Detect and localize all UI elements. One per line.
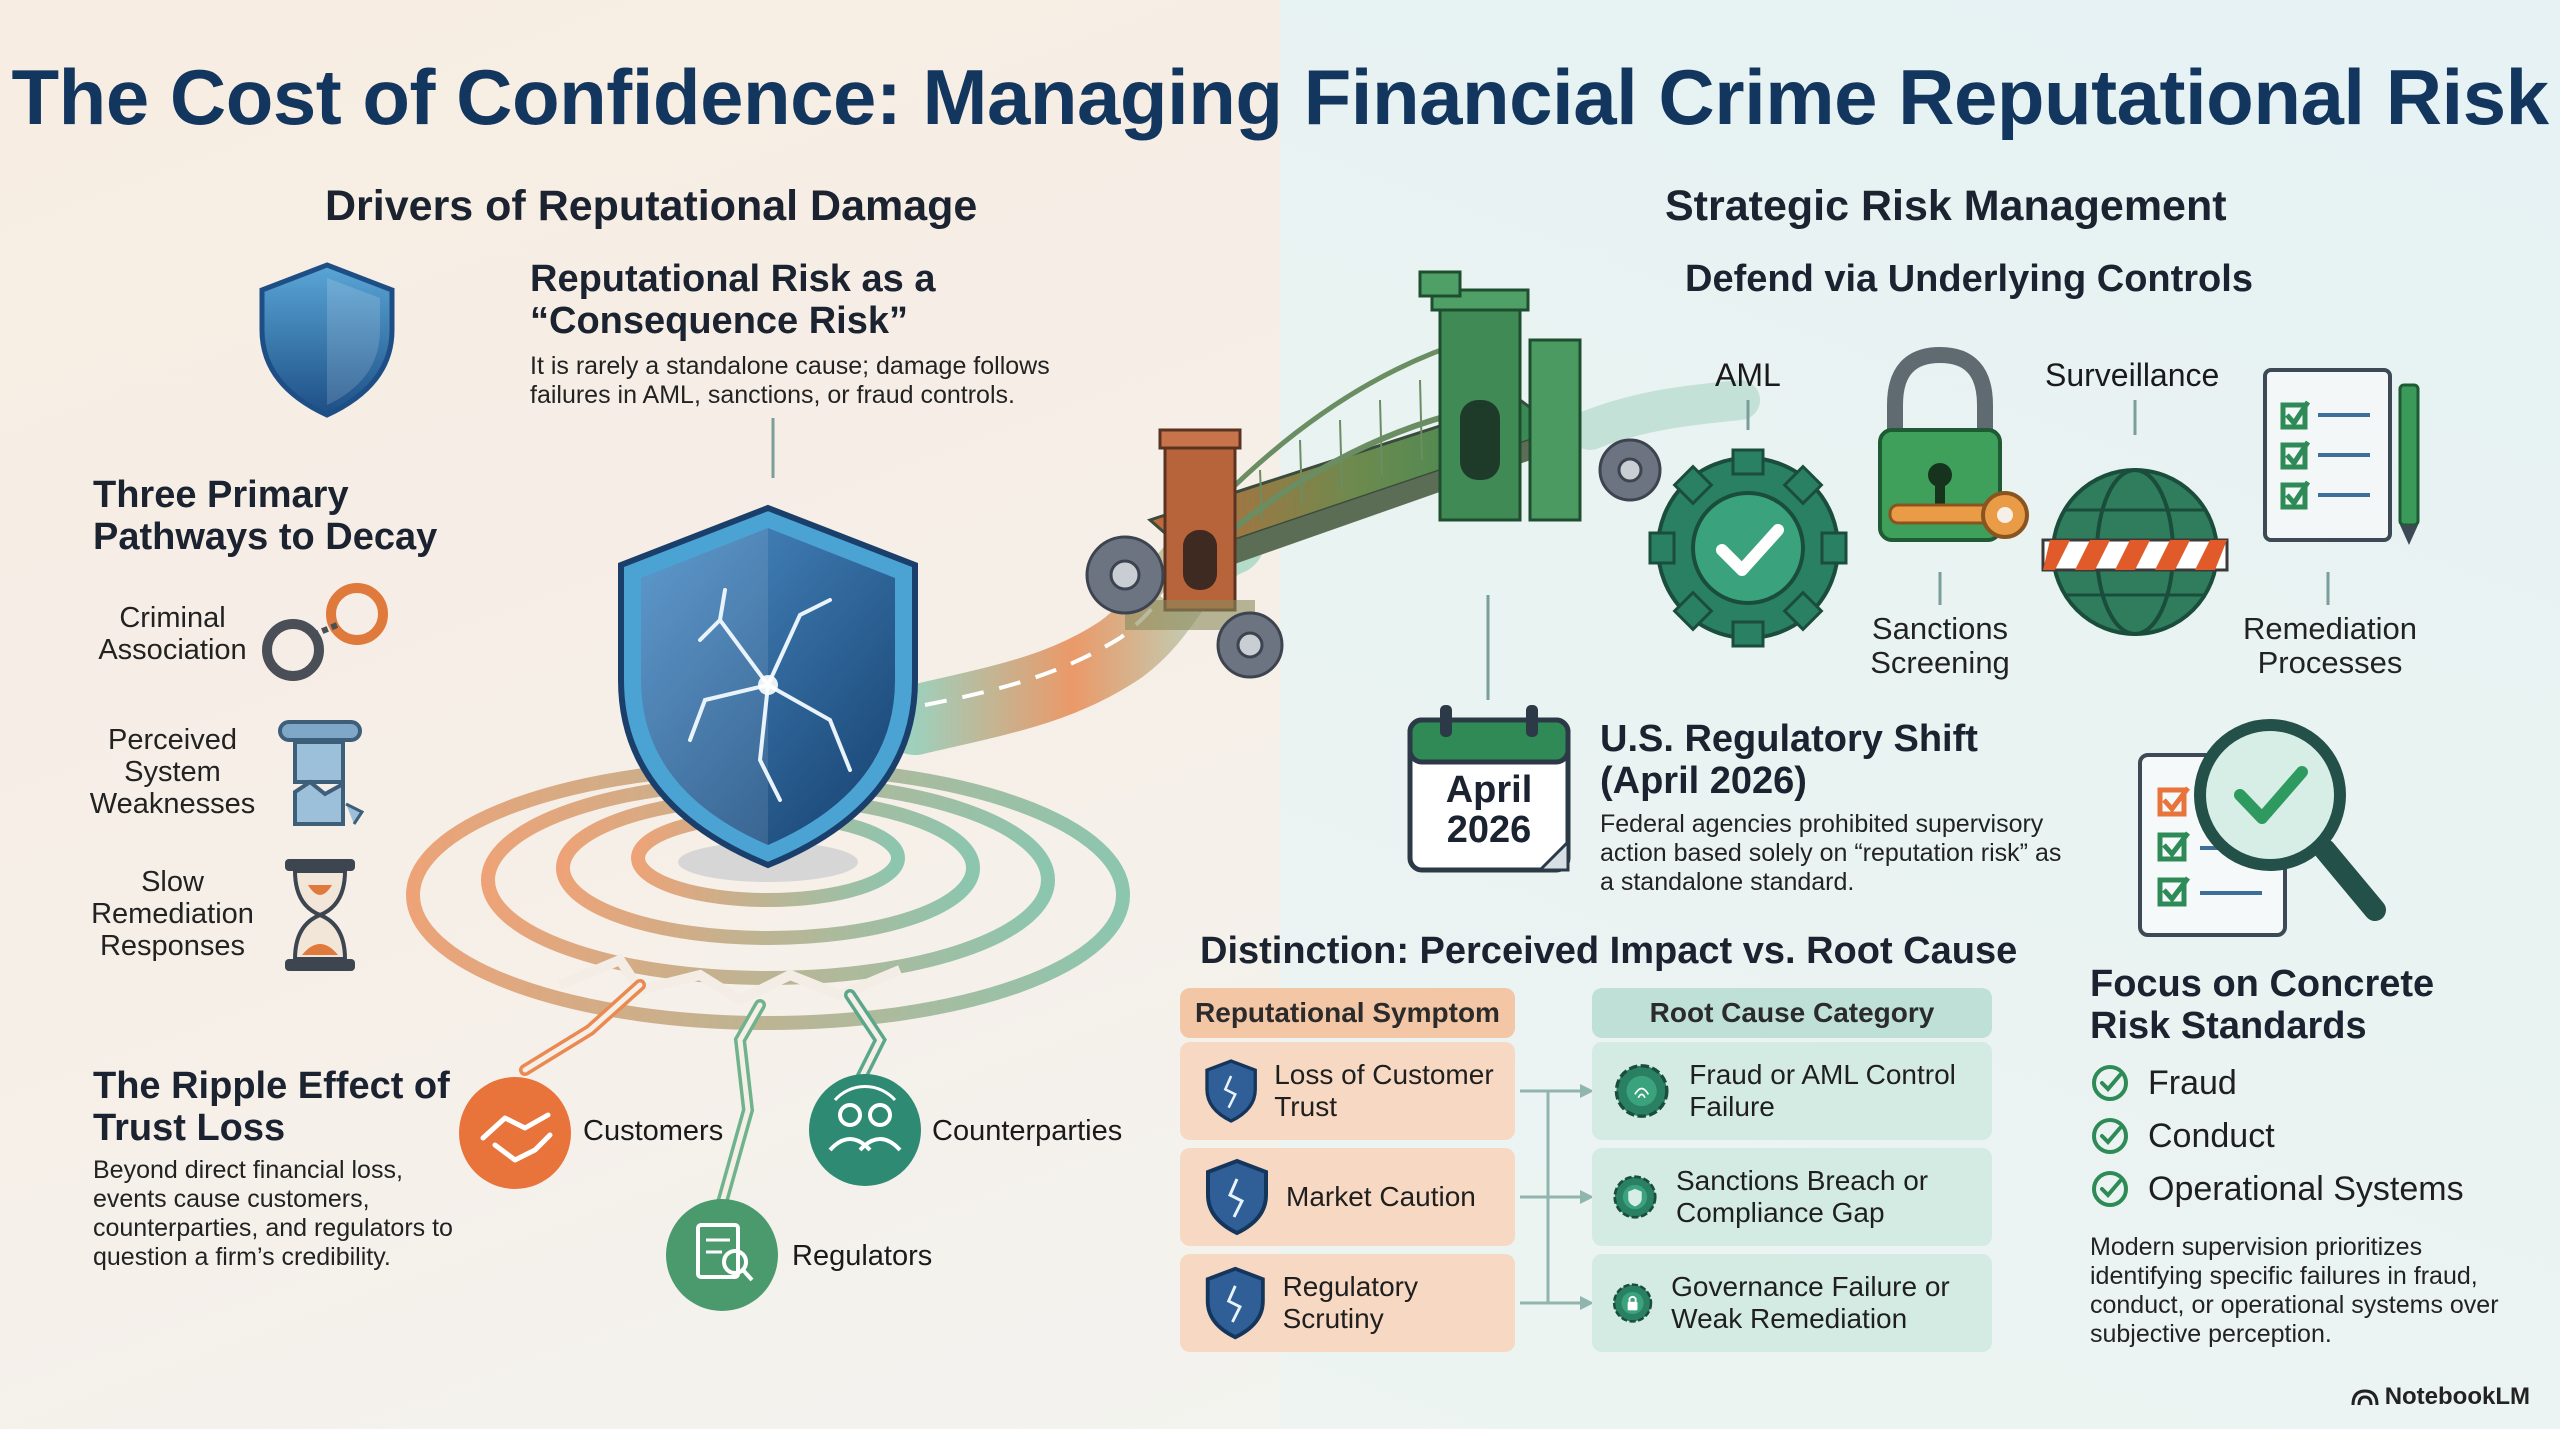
control-label-surveillance: Surveillance	[2045, 357, 2220, 393]
gear-lock-icon	[1612, 1283, 1653, 1323]
padlock-key-icon	[1878, 346, 2029, 542]
check-circle-icon	[2092, 1171, 2128, 1207]
brand-label: NotebookLM	[2384, 1383, 2530, 1410]
gear-fingerprint-icon	[1614, 1064, 1669, 1118]
control-label-sanctions: Sanctions Screening	[1870, 611, 2010, 680]
broken-pillar-icon	[278, 720, 365, 826]
ripple-heading: The Ripple Effect of Trust Loss	[93, 1065, 450, 1149]
symptom-text: Loss of Customer Trust	[1274, 1059, 1494, 1122]
cause-row: Governance Failure or Weak Remediation	[1592, 1254, 1992, 1352]
pathway-label-weaknesses: Perceived System Weaknesses	[89, 724, 256, 820]
distinction-heading: Distinction: Perceived Impact vs. Root C…	[1200, 930, 2018, 972]
ripple-body: Beyond direct financial loss, events cau…	[93, 1156, 453, 1271]
handcuffs-icon	[262, 583, 388, 681]
standard-label: Conduct	[2148, 1116, 2275, 1155]
cause-text: Governance Failure or Weak Remediation	[1671, 1271, 1950, 1334]
left-section-title: Drivers of Reputational Damage	[325, 182, 978, 230]
cause-header: Root Cause Category	[1592, 988, 1992, 1038]
checklist-icon	[2263, 368, 2420, 545]
pathways-heading: Three Primary Pathways to Decay	[93, 474, 438, 558]
standard-label: Fraud	[2148, 1063, 2237, 1102]
pathway-label-criminal: Criminal Association	[98, 602, 247, 666]
pathway-label-remediation: Slow Remediation Responses	[91, 866, 254, 962]
right-section-title: Strategic Risk Management	[1665, 182, 2227, 230]
check-circle-icon	[2092, 1065, 2128, 1101]
symptom-row: Market Caution	[1180, 1148, 1515, 1246]
standard-item: Operational Systems	[2090, 1169, 2464, 1209]
consequence-body: It is rarely a standalone cause; damage …	[530, 352, 1050, 409]
brand-footer: NotebookLM	[2351, 1383, 2530, 1411]
cause-row: Fraud or AML Control Failure	[1592, 1042, 1992, 1140]
stakeholder-customers: Customers	[583, 1115, 724, 1147]
calendar-month: April	[1445, 769, 1533, 811]
symptom-row: Regulatory Scrutiny	[1180, 1254, 1515, 1352]
symptom-text: Market Caution	[1286, 1181, 1476, 1212]
symptom-text: Regulatory Scrutiny	[1282, 1271, 1418, 1334]
magnifier-checklist-icon	[2138, 719, 2386, 937]
standard-item: Fraud	[2090, 1063, 2237, 1103]
document-search-icon	[666, 1199, 778, 1311]
standards-heading: Focus on Concrete Risk Standards	[2090, 963, 2435, 1047]
standards-body: Modern supervision prioritizes identifyi…	[2090, 1233, 2499, 1348]
cause-text: Sanctions Breach or Compliance Gap	[1675, 1165, 1929, 1228]
control-label-remediation: Remediation Processes	[2242, 611, 2418, 680]
regulatory-shift-heading: U.S. Regulatory Shift (April 2026)	[1600, 718, 1978, 802]
bridge-illustration	[1125, 270, 1582, 630]
stakeholder-counterparties: Counterparties	[932, 1115, 1123, 1147]
gear-icon	[1085, 438, 1662, 679]
cracked-shield-small-icon	[1205, 1266, 1265, 1340]
cause-row: Sanctions Breach or Compliance Gap	[1592, 1148, 1992, 1246]
small-shield-icon	[259, 262, 395, 418]
people-icon	[809, 1074, 921, 1186]
consequence-heading: Reputational Risk as a “Consequence Risk…	[530, 258, 936, 342]
gear-check-icon	[1648, 448, 1848, 648]
calendar-icon	[1407, 705, 1571, 873]
regulatory-shift-body: Federal agencies prohibited supervisory …	[1600, 810, 2062, 896]
hourglass-icon	[285, 859, 355, 971]
cracked-shield-icon	[618, 504, 918, 869]
gear-shield-icon	[1613, 1175, 1657, 1219]
cracked-shield-small-icon	[1205, 1059, 1257, 1123]
standard-item: Conduct	[2090, 1116, 2275, 1156]
standard-label: Operational Systems	[2148, 1169, 2464, 1208]
calendar-year: 2026	[1446, 809, 1532, 851]
symptom-row: Loss of Customer Trust	[1180, 1042, 1515, 1140]
page-title: The Cost of Confidence: Managing Financi…	[11, 53, 2549, 141]
calendar-date: April 2026	[1410, 770, 1568, 850]
handshake-icon	[459, 1077, 571, 1189]
globe-barrier-icon	[2041, 468, 2229, 636]
notebooklm-logo-icon	[2351, 1389, 2379, 1406]
control-label-aml: AML	[1715, 357, 1781, 393]
stakeholder-regulators: Regulators	[792, 1240, 933, 1272]
controls-heading: Defend via Underlying Controls	[1685, 258, 2253, 300]
cracked-shield-small-icon	[1206, 1158, 1268, 1236]
symptom-header: Reputational Symptom	[1180, 988, 1515, 1038]
cause-text: Fraud or AML Control Failure	[1689, 1059, 1956, 1122]
check-circle-icon	[2092, 1118, 2128, 1154]
